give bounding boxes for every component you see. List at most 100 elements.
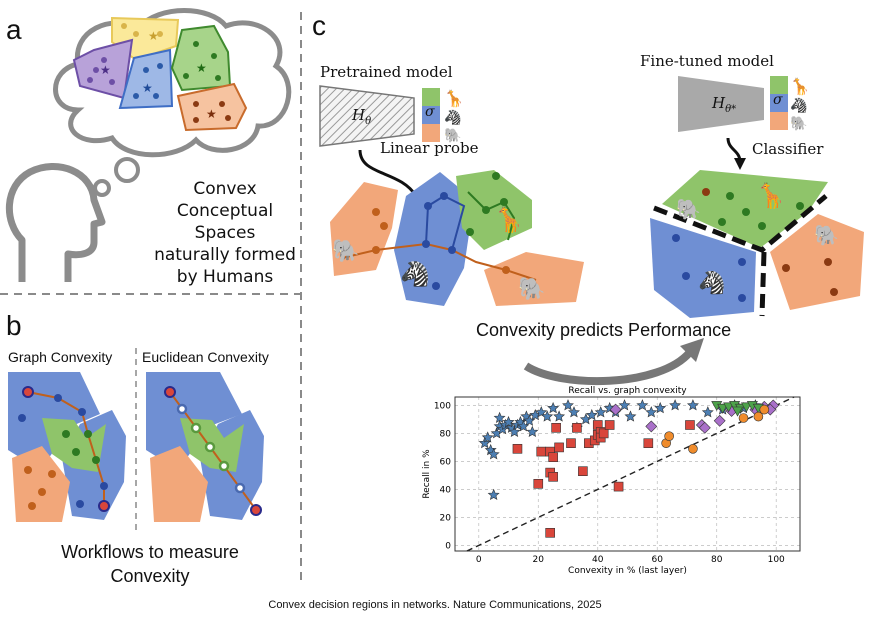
data-point-star [541,410,554,422]
euclidean-convexity-label: Euclidean Convexity [142,349,269,365]
data-point-square [512,443,523,454]
output-orange-box [422,124,440,142]
data-point-star [618,399,631,411]
ft-zebra-icon: 🦓 [790,97,807,114]
classifier-regions: 🐘 🦒 🦓 🐘 [650,170,864,318]
data-point-square [533,478,544,489]
data-point-square [536,446,547,457]
ft-giraffe-icon: 🦒 [790,77,810,96]
x-tick-label: 80 [711,555,723,565]
pretrained-model-label: Pretrained model [320,63,453,81]
data-point-star [493,411,506,424]
caption-line: Convexity [110,566,190,586]
data-point-triangle [723,402,735,413]
h-theta-label: Hθ [352,106,371,127]
data-point-circle [759,404,770,415]
data-point-triangle [717,403,729,414]
data-point-star [645,406,658,418]
graph-convexity-diagram [8,372,126,522]
fine-tuned-model-label: Fine-tuned model [640,52,774,70]
plot-frame [454,396,801,552]
data-point-star [669,399,682,411]
data-point-star [526,425,539,438]
footer-citation: Convex decision regions in networks. Nat… [268,599,602,611]
caption-line: by Humans [176,267,274,287]
diagonal-line [466,396,795,552]
data-point-square [685,420,695,430]
data-point-square [572,422,582,433]
thought-bubble-medium [114,157,140,183]
caption-line: Convex [193,179,257,199]
data-point-diamond [698,421,711,434]
y-tick-label: 100 [434,401,451,411]
svg-text:★: ★ [196,61,207,75]
y-axis-label: Recall in % [422,449,432,499]
y-tick-label: 40 [440,485,452,495]
h-letter: H [352,106,366,124]
data-point-square [578,466,588,477]
data-point-circle [664,431,674,442]
data-point-star [547,401,560,414]
data-point-star [654,401,667,414]
linear-probe-label: Linear probe [380,139,479,157]
data-point-square [604,420,615,430]
data-point-circle [753,411,764,422]
data-point-star [487,448,500,460]
ft-output-orange-box [770,112,788,130]
data-point-diamond [645,420,658,433]
panel-a-caption: Convex Conceptual Spaces naturally forme… [150,178,300,288]
svg-text:★: ★ [100,63,111,77]
sigma-label: σ [425,104,435,120]
data-point-star [585,408,598,421]
x-axis-label: Convexity in % (last layer) [568,566,687,576]
zebra-icon: 🦓 [444,109,461,126]
data-point-star [481,431,494,443]
x-tick-label: 0 [476,555,482,565]
elephant-icon: 🐘 [444,127,461,144]
svg-text:🦓: 🦓 [698,270,725,296]
data-point-circle [738,413,749,423]
data-point-triangle [740,402,752,413]
x-tick-label: 60 [652,555,664,565]
data-point-star [567,406,580,418]
giraffe-icon: 🦒 [444,89,464,108]
data-point-square [566,438,576,449]
h-sub: θ [365,116,372,127]
x-tick-label: 20 [533,555,545,565]
data-point-square [598,428,609,439]
data-point-diamond [609,403,622,416]
data-point-square [551,422,561,433]
svg-text:🐘: 🐘 [332,238,359,264]
h-letter: H [712,94,726,112]
x-tick-label: 40 [592,555,604,565]
h-theta-star-label: Hθ* [712,94,736,115]
data-point-star [478,436,491,449]
svg-text:🐘: 🐘 [814,223,839,247]
y-tick-label: 20 [440,513,452,523]
svg-text:🦓: 🦓 [400,260,430,288]
x-tick-label: 100 [768,555,785,565]
classifier-label: Classifier [752,140,824,158]
panel-label-a: a [6,14,22,45]
thought-cloud: ★ ★ ★ ★ ★ [53,8,292,158]
y-tick-label: 0 [445,541,451,551]
region-purple [72,38,134,100]
output-green-box [422,88,440,106]
data-point-square [643,438,654,449]
thought-bubble-small [93,179,111,197]
data-point-square [554,442,564,453]
ft-sigma-label: σ [773,92,783,108]
data-point-circle [688,443,698,454]
caption-line: Workflows to measure [61,542,239,562]
svg-text:🦒: 🦒 [756,182,786,210]
graph-convexity-label: Graph Convexity [8,349,113,365]
data-point-star [535,406,548,418]
euclidean-convexity-diagram [146,372,264,522]
convexity-predicts-label: Convexity predicts Performance [476,320,732,340]
panel-label-b: b [6,310,22,341]
panel-label-c: c [312,10,326,41]
data-point-star [686,399,699,411]
linear-probe-regions: 🐘 🦓 🦒 🐘 [330,170,584,306]
data-point-square [545,527,555,538]
